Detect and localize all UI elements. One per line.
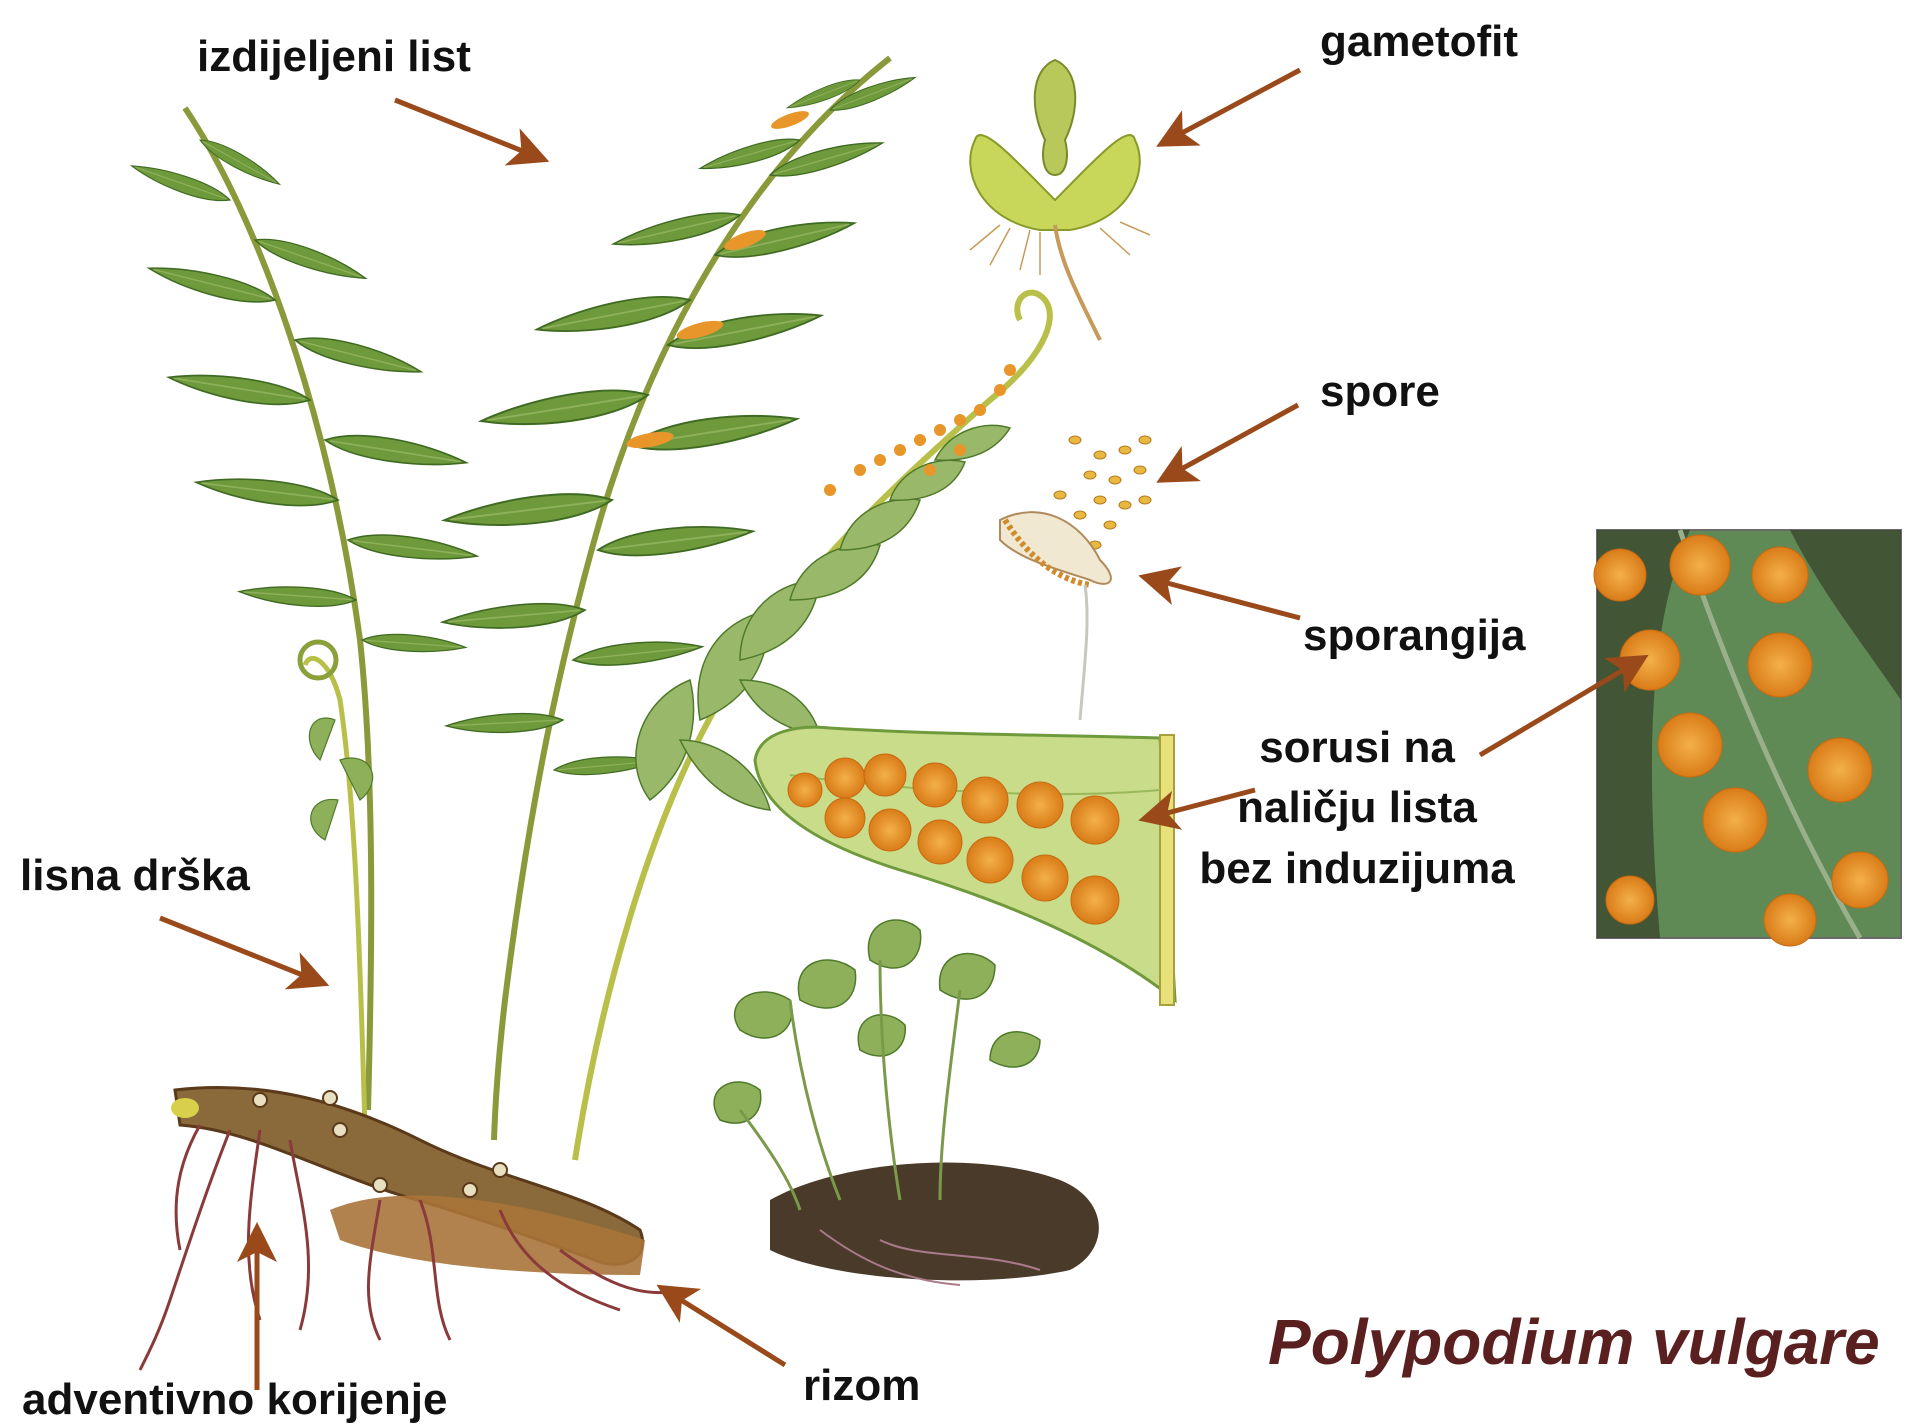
arrow-lisna-drska — [160, 918, 320, 982]
young-sporophyte — [714, 920, 1099, 1285]
label-spore: spore — [1320, 368, 1440, 416]
label-izdijeljeni-list: izdijeljeni list — [197, 33, 471, 81]
sori-photo — [1594, 530, 1901, 946]
label-rizom: rizom — [803, 1362, 920, 1410]
arrow-sporangija — [1148, 578, 1300, 618]
rhizome — [171, 1087, 645, 1275]
arrow-izdijeljeni-list — [395, 100, 540, 158]
label-adventivno-korijenje: adventivno korijenje — [22, 1376, 447, 1424]
label-lisna-drska: lisna drška — [20, 852, 250, 900]
gametophyte-illustration — [970, 60, 1150, 340]
label-sorusi-line2: naličju lista — [1182, 784, 1532, 832]
label-sorusi-line1: sorusi na — [1182, 724, 1532, 772]
fiddlehead — [300, 642, 373, 1130]
arrow-spore — [1165, 405, 1298, 478]
label-sorusi-line3: bez induzijuma — [1182, 845, 1532, 893]
arrow-rizom — [665, 1290, 785, 1365]
diagram-title: Polypodium vulgare — [1268, 1305, 1880, 1379]
frond-left — [129, 108, 478, 1110]
label-sporangija: sporangija — [1303, 612, 1526, 660]
label-gametofit: gametofit — [1320, 18, 1518, 66]
arrow-gametofit — [1165, 70, 1300, 142]
label-sorusi: sorusi na naličju lista bez induzijuma — [1182, 724, 1532, 893]
